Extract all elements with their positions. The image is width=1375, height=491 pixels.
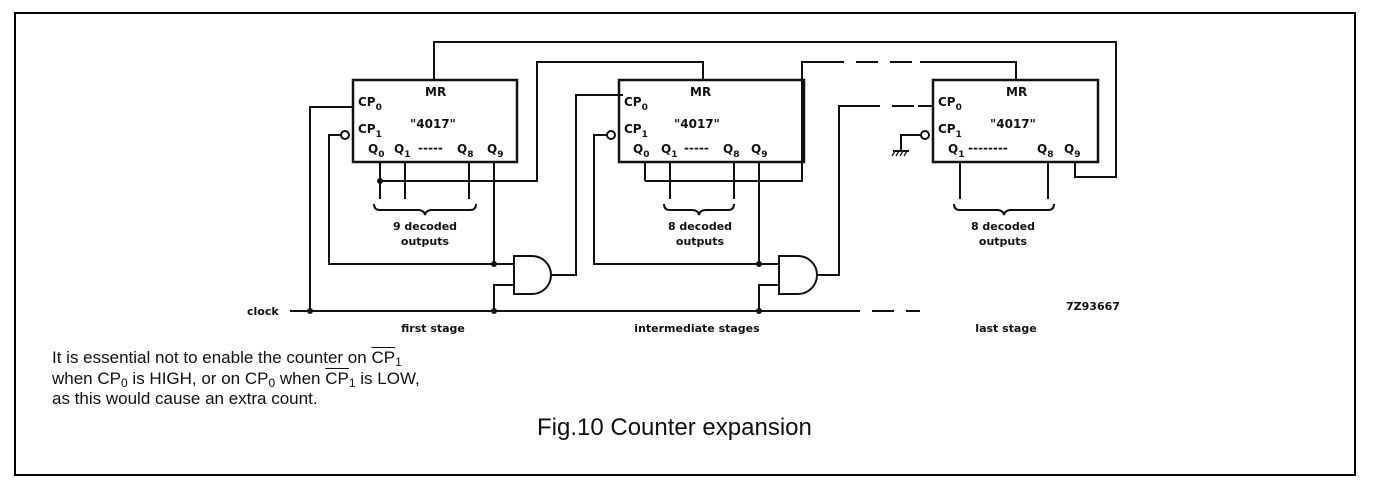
- stage-label-last: last stage: [975, 322, 1036, 335]
- counter-box: [931, 78, 1100, 164]
- decoded-outputs-brace: [663, 203, 735, 216]
- q1-pin-label: Q1: [948, 142, 964, 160]
- q9-pin-label: Q9: [751, 142, 767, 160]
- q0-pin-label: Q0: [368, 142, 384, 160]
- decoded-outputs-label: 8 decoded: [668, 220, 732, 233]
- counter-box: [617, 78, 806, 164]
- ellipsis-dashes: -----: [418, 141, 443, 155]
- mr-pin-label: MR: [425, 85, 446, 99]
- ellipsis-dashes: --------: [968, 141, 1008, 155]
- ground-icon: [891, 150, 909, 157]
- usage-note: It is essential not to enable the counte…: [52, 348, 420, 410]
- cp1-pin-label: CP1: [358, 122, 382, 140]
- inversion-bubble: [920, 130, 930, 140]
- counter-first-stage: MR "4017" CP0 CP1 Q0 Q1 ----- Q8 Q9 9 de…: [340, 61, 704, 265]
- note-line-2: when CP0 is HIGH, or on CP0 when CP1 is …: [52, 368, 420, 390]
- inversion-bubble: [606, 130, 616, 140]
- mr-pin-label: MR: [1006, 85, 1027, 99]
- clock-label: clock: [247, 305, 279, 318]
- note-line-3: as this would cause an extra count.: [52, 389, 318, 408]
- q1-pin-label: Q1: [394, 142, 410, 160]
- decoded-outputs-brace: [373, 203, 477, 216]
- q8-pin-label: Q8: [1037, 142, 1053, 160]
- decoded-outputs-brace: [953, 203, 1055, 216]
- decoded-outputs-label: outputs: [979, 235, 1028, 248]
- q8-pin-label: Q8: [723, 142, 739, 160]
- counter-name: "4017": [674, 117, 720, 131]
- q0-pin-label: Q0: [633, 142, 649, 160]
- cp1-pin-label: CP1: [938, 122, 962, 140]
- cp0-pin-label: CP0: [358, 95, 382, 113]
- decoded-outputs-label: 8 decoded: [971, 220, 1035, 233]
- stage-label-first: first stage: [401, 322, 465, 335]
- cp0-pin-label: CP0: [938, 95, 962, 113]
- decoded-outputs-label: 9 decoded: [393, 220, 457, 233]
- q8-pin-label: Q8: [457, 142, 473, 160]
- q9-feedback-to-mr: [433, 41, 1117, 178]
- and-gate-2: [758, 105, 933, 311]
- ground-wire: [900, 134, 921, 150]
- stage-label-intermediate: intermediate stages: [634, 322, 760, 335]
- inversion-bubble: [340, 130, 350, 140]
- ellipsis-dashes: -----: [684, 141, 709, 155]
- clock-line: [290, 308, 920, 314]
- cp0-pin-label: CP0: [624, 95, 648, 113]
- decoded-outputs-label: outputs: [676, 235, 725, 248]
- figure-caption: Fig.10 Counter expansion: [537, 414, 812, 441]
- counter-name: "4017": [990, 117, 1036, 131]
- decoded-outputs-label: outputs: [401, 235, 450, 248]
- figure-frame: [14, 12, 1356, 476]
- cp1-pin-label: CP1: [624, 122, 648, 140]
- counter-intermediate-stage: MR "4017" CP0 CP1 Q0 Q1 ----- Q8 Q9 8 de…: [606, 61, 1017, 265]
- q9-pin-label: Q9: [487, 142, 503, 160]
- mr-pin-label: MR: [690, 85, 711, 99]
- and-gate-1: [493, 94, 623, 311]
- q9-pin-label: Q9: [1064, 142, 1080, 160]
- drawing-code: 7Z93667: [1066, 300, 1120, 313]
- counter-name: "4017": [410, 117, 456, 131]
- note-line-1: It is essential not to enable the counte…: [52, 348, 402, 369]
- q1-pin-label: Q1: [661, 142, 677, 160]
- counter-last-stage: MR "4017" CP0 CP1 Q1 -------- Q8 Q9 8 de…: [433, 41, 1117, 248]
